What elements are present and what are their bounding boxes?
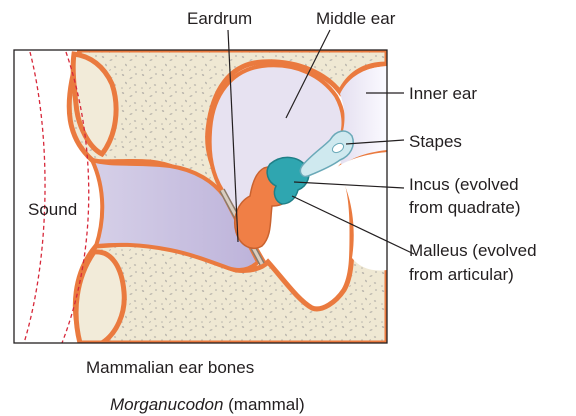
caption-species: Morganucodon: [110, 395, 223, 414]
label-eardrum: Eardrum: [187, 9, 252, 28]
label-stapes: Stapes: [409, 132, 462, 151]
label-malleus-line1: Malleus (evolved: [409, 241, 537, 260]
caption-species-note: (mammal): [223, 395, 304, 414]
label-sound: Sound: [28, 200, 77, 219]
label-middle-ear: Middle ear: [316, 9, 396, 28]
label-inner-ear: Inner ear: [409, 84, 477, 103]
caption-species-line: Morganucodon (mammal): [110, 395, 305, 414]
label-malleus-line2: from articular): [409, 265, 514, 284]
ear-illustration: [14, 50, 387, 343]
label-incus-line1: Incus (evolved: [409, 175, 519, 194]
label-incus-line2: from quadrate): [409, 198, 521, 217]
caption-title: Mammalian ear bones: [86, 358, 254, 377]
